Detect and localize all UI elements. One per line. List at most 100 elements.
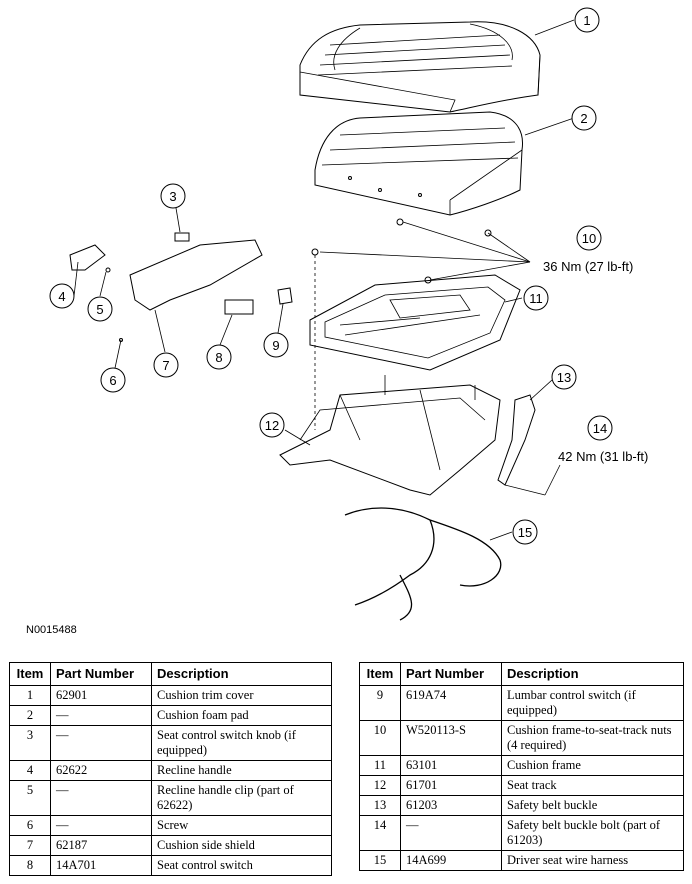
cell-item: 11: [359, 755, 401, 776]
callout-10: 10: [576, 225, 602, 251]
table-header-row: Item Part Number Description: [9, 662, 332, 686]
cell-item: 10: [359, 720, 401, 756]
cell-item: 9: [359, 685, 401, 721]
cell-part-number: 62622: [50, 760, 152, 781]
table-header-row: Item Part Number Description: [359, 662, 684, 686]
cell-item: 12: [359, 775, 401, 796]
cell-item: 6: [9, 815, 51, 836]
part-safety-belt-buckle: [497, 394, 546, 496]
header-description: Description: [151, 662, 332, 686]
cell-part-number: —: [50, 725, 152, 761]
header-part-number: Part Number: [400, 662, 502, 686]
cell-item: 1: [9, 685, 51, 706]
callout-7: 7: [153, 352, 179, 378]
svg-text:15: 15: [518, 525, 532, 540]
cell-description: Cushion trim cover: [151, 685, 332, 706]
header-part-number: Part Number: [50, 662, 152, 686]
cell-part-number: W520113-S: [400, 720, 502, 756]
cell-item: 8: [9, 855, 51, 876]
cell-description: Lumbar control switch (if equipped): [501, 685, 684, 721]
leader-lines: [73, 19, 575, 541]
callout-14: 14: [587, 415, 613, 441]
cell-description: Recline handle clip (part of 62622): [151, 780, 332, 816]
part-wire-harness: [344, 507, 502, 621]
callout-9: 9: [263, 332, 289, 358]
cell-description: Safety belt buckle bolt (part of 61203): [501, 815, 684, 851]
cell-description: Recline handle: [151, 760, 332, 781]
cell-description: Screw: [151, 815, 332, 836]
svg-text:14: 14: [593, 421, 607, 436]
cell-description: Seat control switch knob (if equipped): [151, 725, 332, 761]
cell-item: 15: [359, 850, 401, 871]
cell-part-number: 14A701: [50, 855, 152, 876]
cell-part-number: 62187: [50, 835, 152, 856]
callout-6: 6: [100, 367, 126, 393]
callout-2: 2: [571, 105, 597, 131]
cell-description: Safety belt buckle: [501, 795, 684, 816]
callout-12: 12: [259, 412, 285, 438]
cell-description: Cushion side shield: [151, 835, 332, 856]
cell-description: Seat control switch: [151, 855, 332, 876]
cell-part-number: —: [50, 815, 152, 836]
cell-part-number: 62901: [50, 685, 152, 706]
svg-text:13: 13: [557, 370, 571, 385]
svg-text:1: 1: [583, 13, 590, 28]
svg-text:4: 4: [58, 289, 65, 304]
svg-text:3: 3: [169, 189, 176, 204]
callout-1: 1: [574, 7, 600, 33]
header-item: Item: [9, 662, 51, 686]
svg-text:5: 5: [96, 302, 103, 317]
torque-label-cushion-nuts: 36 Nm (27 lb-ft): [543, 259, 633, 274]
callout-13: 13: [551, 364, 577, 390]
table-row: 6—Screw: [9, 815, 332, 836]
svg-text:10: 10: [582, 231, 596, 246]
cell-item: 4: [9, 760, 51, 781]
svg-text:7: 7: [162, 358, 169, 373]
part-cushion-trim-cover: [299, 21, 541, 113]
part-small-components: [69, 232, 293, 342]
cell-item: 13: [359, 795, 401, 816]
cell-part-number: 61203: [400, 795, 502, 816]
table-row: 3—Seat control switch knob (if equipped): [9, 725, 332, 761]
cell-part-number: —: [50, 780, 152, 816]
cell-part-number: —: [400, 815, 502, 851]
callout-15: 15: [512, 519, 538, 545]
part-seat-track: [279, 375, 501, 496]
table-row: 14—Safety belt buckle bolt (part of 6120…: [359, 815, 684, 851]
svg-text:11: 11: [529, 291, 543, 306]
torque-label-belt-bolt: 42 Nm (31 lb-ft): [558, 449, 648, 464]
svg-text:6: 6: [109, 373, 116, 388]
callout-3: 3: [160, 183, 186, 209]
exploded-seat-diagram: 1 2 3 4 5 6 7 8 9 10 11 12 13 14 15 36 N…: [49, 7, 648, 621]
cell-item: 2: [9, 705, 51, 726]
figure-id: N0015488: [26, 624, 77, 636]
part-cushion-foam-pad: [314, 111, 524, 216]
callout-5: 5: [87, 296, 113, 322]
cell-item: 14: [359, 815, 401, 851]
cell-description: Cushion frame-to-seat-track nuts (4 requ…: [501, 720, 684, 756]
table-row: 2—Cushion foam pad: [9, 705, 332, 726]
cell-part-number: —: [50, 705, 152, 726]
svg-text:2: 2: [580, 111, 587, 126]
cell-description: Seat track: [501, 775, 684, 796]
cell-description: Cushion foam pad: [151, 705, 332, 726]
svg-text:8: 8: [215, 350, 222, 365]
cell-item: 7: [9, 835, 51, 856]
cell-part-number: 63101: [400, 755, 502, 776]
cell-item: 5: [9, 780, 51, 816]
table-row: 5—Recline handle clip (part of 62622): [9, 780, 332, 816]
svg-text:12: 12: [265, 418, 279, 433]
cell-item: 3: [9, 725, 51, 761]
